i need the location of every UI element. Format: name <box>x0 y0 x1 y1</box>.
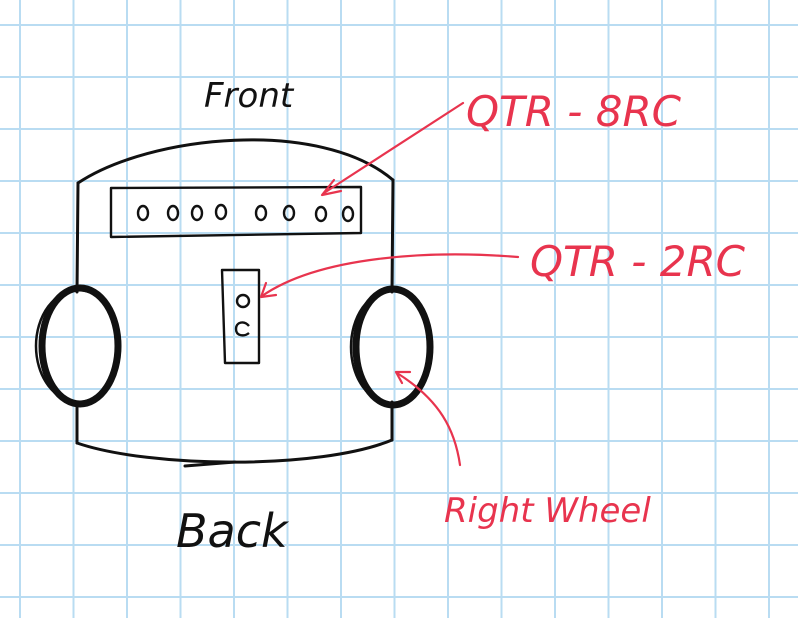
right-wheel <box>349 285 434 409</box>
qtr-2rc-sensor <box>220 268 261 365</box>
body-left-side <box>75 181 80 445</box>
sensor-dot <box>235 293 251 309</box>
body-back-tick <box>183 460 237 468</box>
sensor-dot <box>234 321 250 337</box>
robot-body <box>75 138 395 468</box>
sensor-dot <box>341 205 355 223</box>
sensor-dot <box>214 203 228 221</box>
qtr-2rc-label: QTR - 2RC <box>530 237 746 286</box>
qtr-8rc-board <box>109 185 363 239</box>
body-front-arc <box>76 138 395 185</box>
front-label: Front <box>204 76 295 116</box>
right-wheel-arrowhead <box>394 370 412 385</box>
left-wheel <box>34 284 122 408</box>
back-label: Back <box>176 504 290 558</box>
sensor-dot <box>254 204 268 222</box>
sensor-dot <box>190 204 204 222</box>
annotations <box>259 101 520 467</box>
qtr2-arrow <box>260 253 520 298</box>
sensor-dot <box>314 205 328 223</box>
qtr8-arrow <box>322 101 465 195</box>
qtr-8rc-sensor <box>109 185 363 239</box>
sensor-dot <box>166 204 180 222</box>
right-wheel-arrow <box>395 371 462 467</box>
qtr8-arrowhead <box>320 178 343 197</box>
qtr2-arrowhead <box>259 281 278 299</box>
body-right-side <box>390 178 395 442</box>
qtr-8rc-label: QTR - 8RC <box>466 87 682 136</box>
sensor-dot <box>282 204 296 222</box>
sensor-dot <box>136 204 150 222</box>
qtr-2rc-board <box>220 268 261 365</box>
right-wheel-label: Right Wheel <box>444 491 651 531</box>
